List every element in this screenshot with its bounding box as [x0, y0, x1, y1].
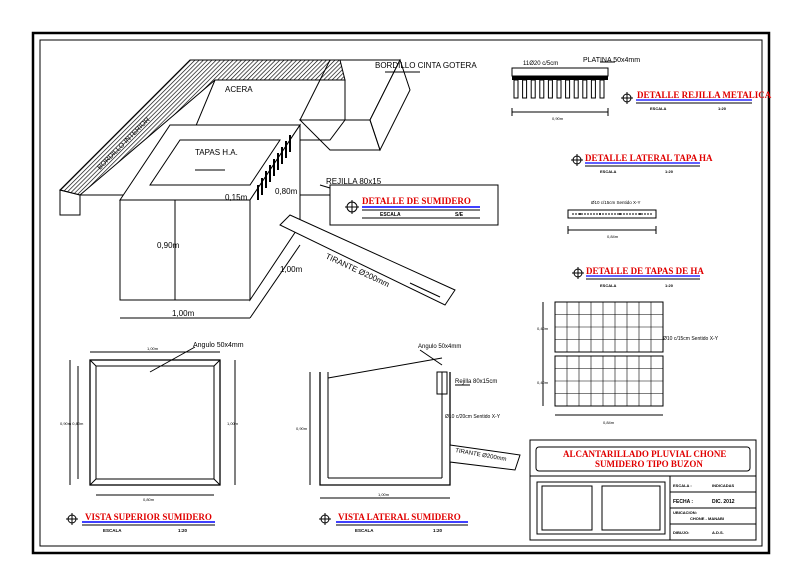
isometric-sumidero [59, 58, 456, 319]
vista-lateral-drawing [309, 349, 521, 499]
outer-border [31, 31, 771, 555]
tapa-outline [149, 139, 281, 186]
title-sumidero-escala: ESCALA [380, 212, 401, 218]
title-tapas-ha-name: DETALLE DE TAPAS DE HA [586, 266, 704, 276]
title-rejilla-escala: ESCALA [650, 106, 667, 111]
label-tapa-bar: Ø10 c/15cm Sentido X-Y [591, 200, 641, 205]
title-vista-lateral-escala-value: 1:20 [433, 528, 443, 533]
label-angulo-lat: Angulo 50x4mm [418, 344, 461, 350]
label-tapas-ha: TAPAS H.A. [195, 148, 238, 157]
rejilla-bar [582, 79, 588, 99]
label-dim-090: 0,90m [157, 241, 180, 250]
label-rejilla-lat: Rejilla 80x15cm [455, 379, 497, 385]
tb-fecha-value: DIC. 2012 [712, 499, 735, 505]
tb-dibujo-value: A.D.S. [712, 530, 724, 535]
vista-superior-drawing [69, 346, 236, 496]
tb-ubicacion-label: UBICACION: [673, 510, 697, 515]
label-tapas-bar: Ø10 c/15cm Sentido X-Y [663, 336, 719, 342]
label-rejilla-dim: 0,90m [552, 116, 564, 121]
label-bordillo-cinta: BORDILLO CINTA GOTERA [375, 61, 477, 70]
tb-escala-value: INDICADAS [712, 483, 735, 488]
title-tapas-ha [572, 267, 700, 280]
lateral-tapa-drawing [567, 209, 657, 234]
title-rejilla-escala-value: 1:20 [718, 106, 727, 111]
label-side-dim: 0,90m 0,80m [60, 421, 84, 426]
tirante-pipe [279, 214, 456, 306]
label-dim-100a: 1,00m [172, 309, 195, 318]
rejilla-bar [530, 79, 536, 99]
cinta-gotera-front [298, 119, 381, 151]
rejilla-bar [547, 79, 553, 99]
rejilla-detail [511, 61, 615, 116]
project-line1: ALCANTARILLADO PLUVIAL CHONE [563, 449, 726, 459]
label-tapas-dim-w: 0,84m [603, 420, 615, 425]
title-lateral-tapa-escala: ESCALA [600, 169, 617, 174]
label-dim-015: 0,15m [225, 193, 248, 202]
rejilla-bar [513, 79, 519, 99]
label-bordillo-interior: BORDILLO INTERIOR [96, 116, 151, 171]
rejilla-bar [522, 79, 528, 99]
title-vista-lateral-name: VISTA LATERAL SUMIDERO [338, 512, 461, 522]
rejilla-bar [539, 79, 545, 99]
title-sumidero-escala-value: S/E [455, 212, 464, 218]
label-angulo-top: Angulo 50x4mm [193, 342, 244, 349]
title-vista-superior [66, 513, 215, 526]
title-sumidero-name: DETALLE DE SUMIDERO [362, 196, 471, 206]
label-rejilla-bars: 11Ø20 c/5cm [523, 61, 558, 67]
label-acera: ACERA [225, 85, 253, 94]
rejilla-grille [257, 135, 291, 200]
label-dim-100b: 1,00m [280, 265, 303, 274]
title-rejilla-name: DETALLE REJILLA METALICA [637, 90, 772, 100]
bordillo-face [59, 189, 81, 216]
dim-d-line [249, 244, 301, 319]
label-tapas-dim-b: 0,40m [537, 380, 549, 385]
box-front [119, 199, 251, 301]
title-sumidero [329, 184, 499, 226]
title-block [529, 439, 757, 541]
rejilla-bar [565, 79, 571, 99]
label-rejilla: REJILLA 80x15 [326, 177, 382, 186]
label-dim-080: 0,80m [275, 187, 298, 196]
title-vista-lateral-escala: ESCALA [355, 528, 374, 533]
tb-fecha-label: FECHA : [673, 499, 693, 505]
title-lateral-tapa [571, 154, 700, 167]
title-tapas-ha-escala-value: 1:20 [665, 283, 674, 288]
tb-ubicacion-value: CHONE - MANABI [690, 516, 724, 521]
label-lat-w: 1,00m [378, 492, 390, 497]
rejilla-leader [319, 184, 331, 189]
title-tapas-ha-escala: ESCALA [600, 283, 617, 288]
tirante-arrow [409, 282, 441, 298]
label-platina: PLATINA 50x4mm [583, 57, 640, 64]
title-vista-lateral [319, 513, 468, 526]
label-bottom-dim: 0,80m [143, 497, 155, 502]
rejilla-bar [573, 79, 579, 99]
rejilla-bar [556, 79, 562, 99]
label-side2-dim: 1,00m [227, 421, 239, 426]
title-vista-superior-escala: ESCALA [103, 528, 122, 533]
label-tapa-dim: 0,84m [607, 234, 619, 239]
inner-border [39, 39, 763, 547]
rejilla-bar [599, 79, 605, 99]
title-lateral-tapa-name: DETALLE LATERAL TAPA HA [585, 153, 713, 163]
label-lat-h: 0,90m [296, 426, 308, 431]
title-lateral-tapa-escala-value: 1:20 [665, 169, 674, 174]
tb-escala-label: ESCALA : [673, 483, 692, 488]
label-tapas-dim-a: 0,40m [537, 326, 549, 331]
project-line2: SUMIDERO TIPO BUZON [595, 459, 703, 469]
title-vista-superior-name: VISTA SUPERIOR SUMIDERO [85, 512, 212, 522]
label-top-dim: 1,00m [147, 346, 159, 351]
label-bar-lat: Ø10 c/20cm Sentido X-Y [445, 414, 501, 420]
tb-dibujo-label: DIBUJO: [673, 530, 689, 535]
tapas-grid [542, 301, 664, 416]
title-rejilla [621, 92, 752, 104]
rejilla-bar [590, 79, 596, 99]
title-vista-superior-escala-value: 1:20 [178, 528, 188, 533]
